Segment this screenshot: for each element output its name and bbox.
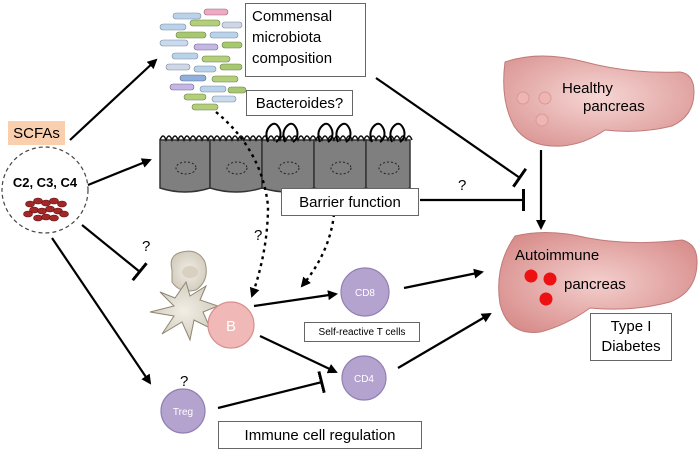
arrow-scfa-to-epithelium	[87, 158, 152, 187]
bacteroides-label: Bacteroides?	[255, 94, 344, 112]
microbiota-box: Commensal microbiota composition	[245, 3, 366, 77]
dotted-barrier-to-cd8	[300, 213, 336, 288]
scfa-title: SCFAs	[13, 124, 60, 142]
arrow-scfa-to-microbiota	[69, 58, 158, 141]
scfa-types-label: C2, C3, C4	[13, 175, 78, 190]
arrow-b-to-cd4	[259, 335, 338, 374]
b-cell	[207, 301, 255, 349]
microbiota-line-2: microbiota	[252, 29, 322, 46]
arrows	[51, 58, 546, 410]
cd4-cell	[341, 355, 387, 401]
immune-regulation-box: Immune cell regulation	[218, 421, 422, 449]
microbiota-line-1: Commensal	[252, 8, 333, 25]
diabetes-line-1: Type I	[610, 318, 652, 335]
treg-label: Treg	[173, 407, 193, 418]
healthy-pancreas-label-1: Healthy	[562, 80, 613, 97]
bacteroides-box: Bacteroides?	[246, 90, 353, 116]
question-treg: ?	[180, 373, 188, 390]
microbiota-line-3: composition	[252, 50, 333, 67]
epithelium-layer	[159, 122, 413, 193]
autoimmune-pancreas-label-1: Autoimmune	[515, 247, 599, 264]
arrow-cd8-to-pancreas	[403, 268, 484, 290]
autoimmune-pancreas-label-2: pancreas	[564, 276, 626, 293]
barrier-function-label: Barrier function	[299, 193, 401, 211]
arrow-cd4-to-pancreas	[397, 312, 492, 369]
question-b: ?	[254, 227, 262, 244]
treg-cell	[160, 388, 206, 434]
immune-regulation-label: Immune cell regulation	[244, 426, 396, 444]
inhibit-microbiota-to-pancreas	[375, 77, 528, 188]
question-barrier: ?	[458, 177, 466, 194]
scfa-circle	[1, 146, 89, 234]
macrophage-cell	[170, 250, 207, 292]
diabetes-line-2: Diabetes	[601, 338, 661, 355]
healthy-pancreas	[503, 55, 695, 147]
dendritic-cell	[149, 280, 220, 342]
autoimmune-pancreas	[498, 231, 698, 333]
cd8-label: CD8	[355, 288, 375, 299]
b-cell-label: B	[226, 318, 236, 335]
inhibit-treg-to-cd4	[217, 371, 326, 410]
scfa-molecules	[23, 197, 69, 222]
microbiota-cluster	[159, 8, 247, 111]
cd8-cell	[340, 267, 390, 317]
healthy-pancreas-label-2: pancreas	[583, 98, 645, 115]
barrier-function-box: Barrier function	[281, 188, 419, 216]
arrow-b-to-cd8	[253, 290, 338, 308]
inhibit-scfa-to-apc	[81, 224, 148, 282]
arrow-scfa-to-treg	[51, 237, 152, 385]
type1-diabetes-box: Type I Diabetes	[590, 313, 672, 361]
self-reactive-box: Self-reactive T cells	[304, 322, 420, 342]
self-reactive-label: Self-reactive T cells	[318, 326, 406, 338]
question-dc: ?	[142, 238, 150, 255]
cd4-label: CD4	[354, 374, 374, 385]
scfa-title-box: SCFAs	[8, 121, 65, 145]
